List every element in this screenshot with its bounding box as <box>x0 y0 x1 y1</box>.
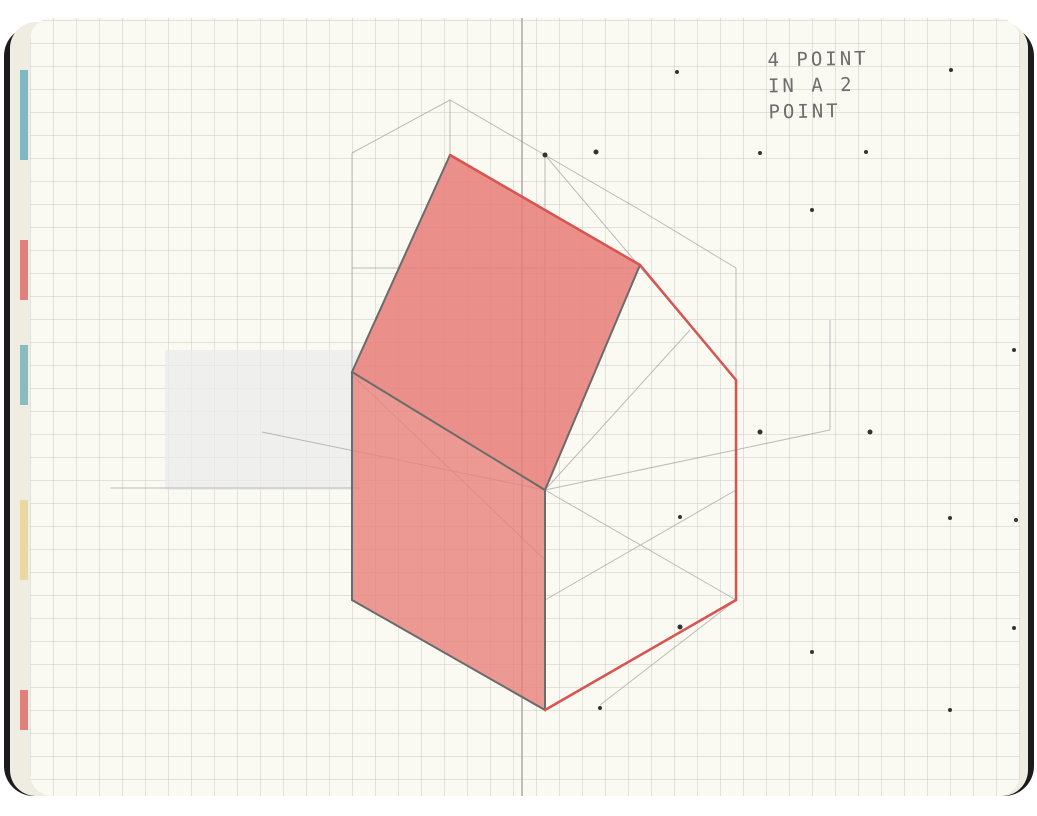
red-accent-lines <box>448 153 738 712</box>
note-line-2: IN A 2 <box>767 73 855 98</box>
edge-tab-yellow <box>20 500 28 580</box>
edge-tab-teal <box>20 345 28 405</box>
left-wall <box>352 372 545 710</box>
edge-tab-red-low <box>20 690 28 730</box>
note-line-1: 4 POINT <box>767 47 869 72</box>
vanishing-dots <box>542 68 1018 712</box>
note-line-3: POINT <box>768 100 841 124</box>
ghost-shadow <box>165 350 360 490</box>
handwritten-note: 4 POINT IN A 2 POINT <box>767 45 928 126</box>
edge-tab-red <box>20 240 28 300</box>
edge-tab-blue <box>20 70 28 160</box>
roof-plane <box>352 155 640 490</box>
